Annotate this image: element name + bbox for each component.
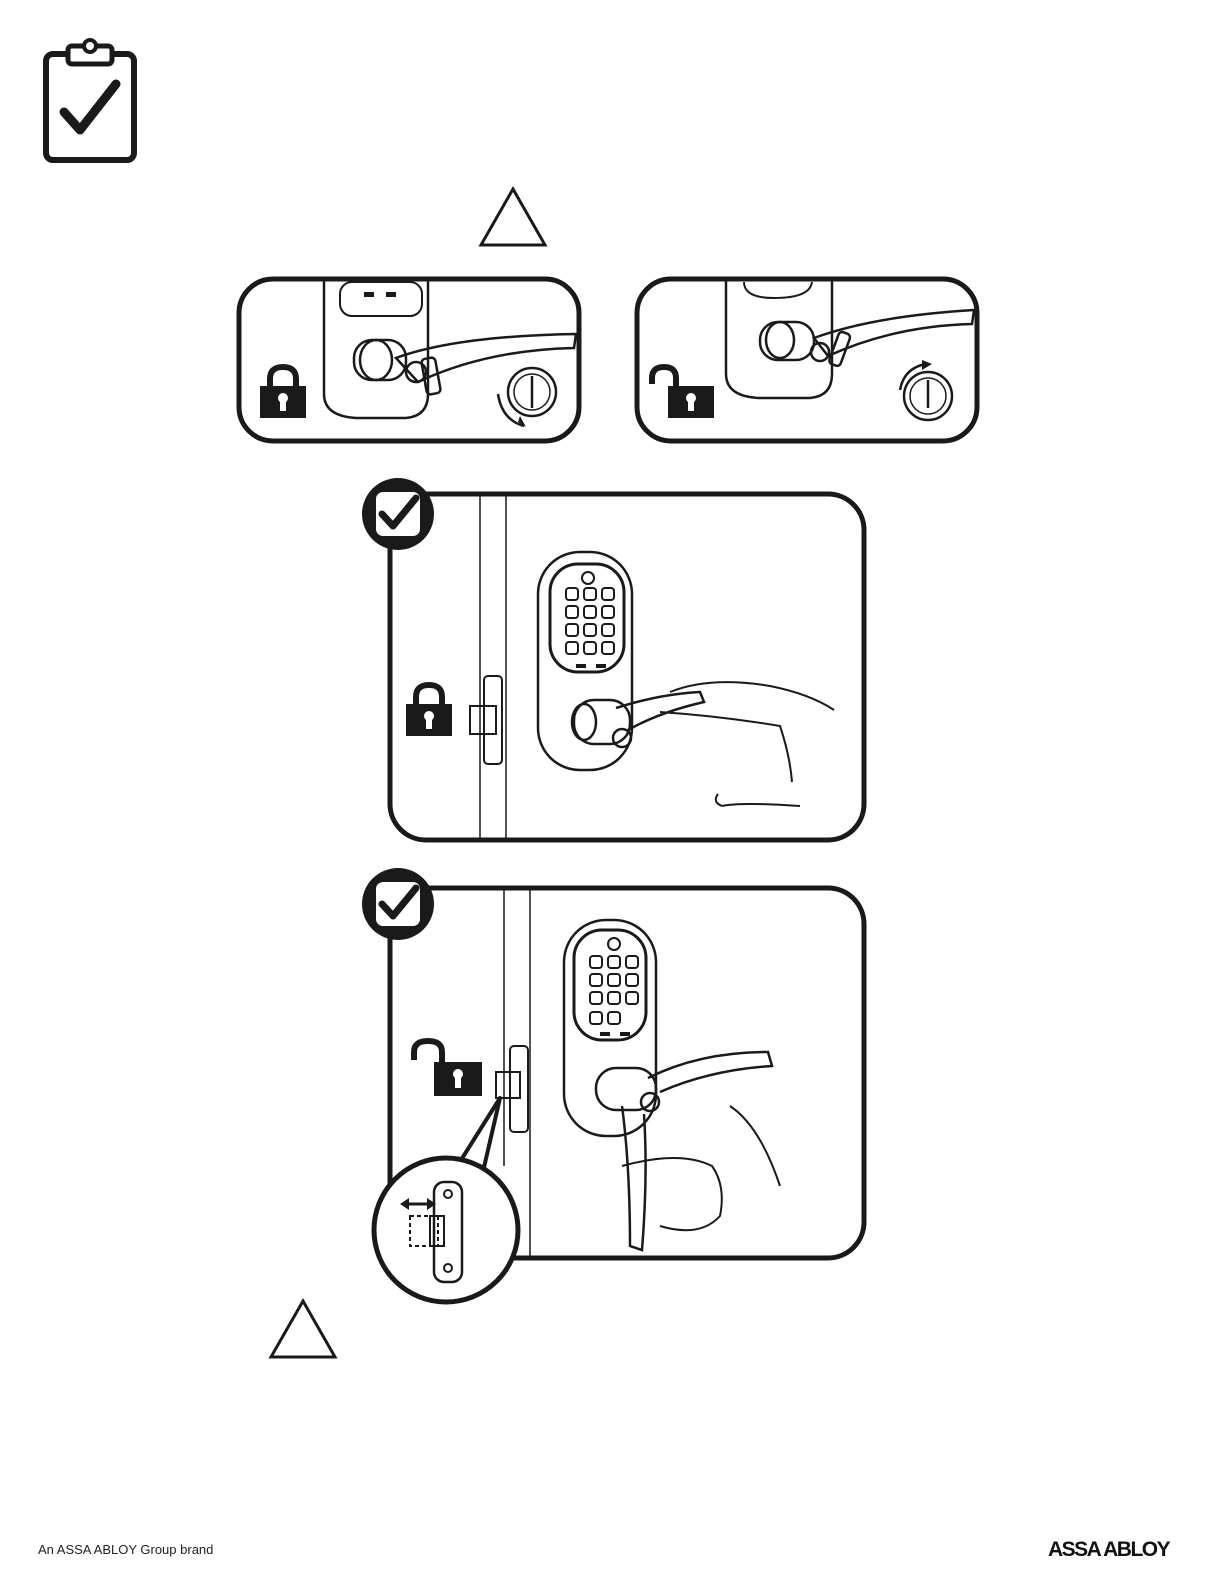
- unlocked-key-panel: [634, 276, 980, 444]
- rotation-counter-clockwise-icon: [892, 360, 958, 426]
- rotation-clockwise-icon: [494, 364, 560, 430]
- warning-triangle-icon: [478, 186, 548, 248]
- locked-key-panel: [236, 276, 582, 444]
- brand-line: An ASSA ABLOY Group brand: [38, 1542, 213, 1557]
- checkmark-badge-icon: [360, 866, 436, 942]
- latch-retract-arrow-icon: [400, 1196, 436, 1212]
- checkmark-badge-icon: [360, 476, 436, 552]
- warning-triangle-icon: [268, 1298, 338, 1360]
- assa-abloy-logo: ASSA ABLOY: [1048, 1538, 1169, 1562]
- padlock-closed-icon: [258, 364, 308, 420]
- latch-detail-callout: [370, 1098, 540, 1308]
- padlock-closed-icon: [404, 682, 454, 738]
- locked-handle-panel: [360, 476, 870, 846]
- padlock-open-icon: [648, 364, 718, 420]
- padlock-open-icon: [410, 1038, 490, 1098]
- clipboard-check-icon: [40, 38, 140, 166]
- unlocked-handle-panel: [360, 866, 870, 1306]
